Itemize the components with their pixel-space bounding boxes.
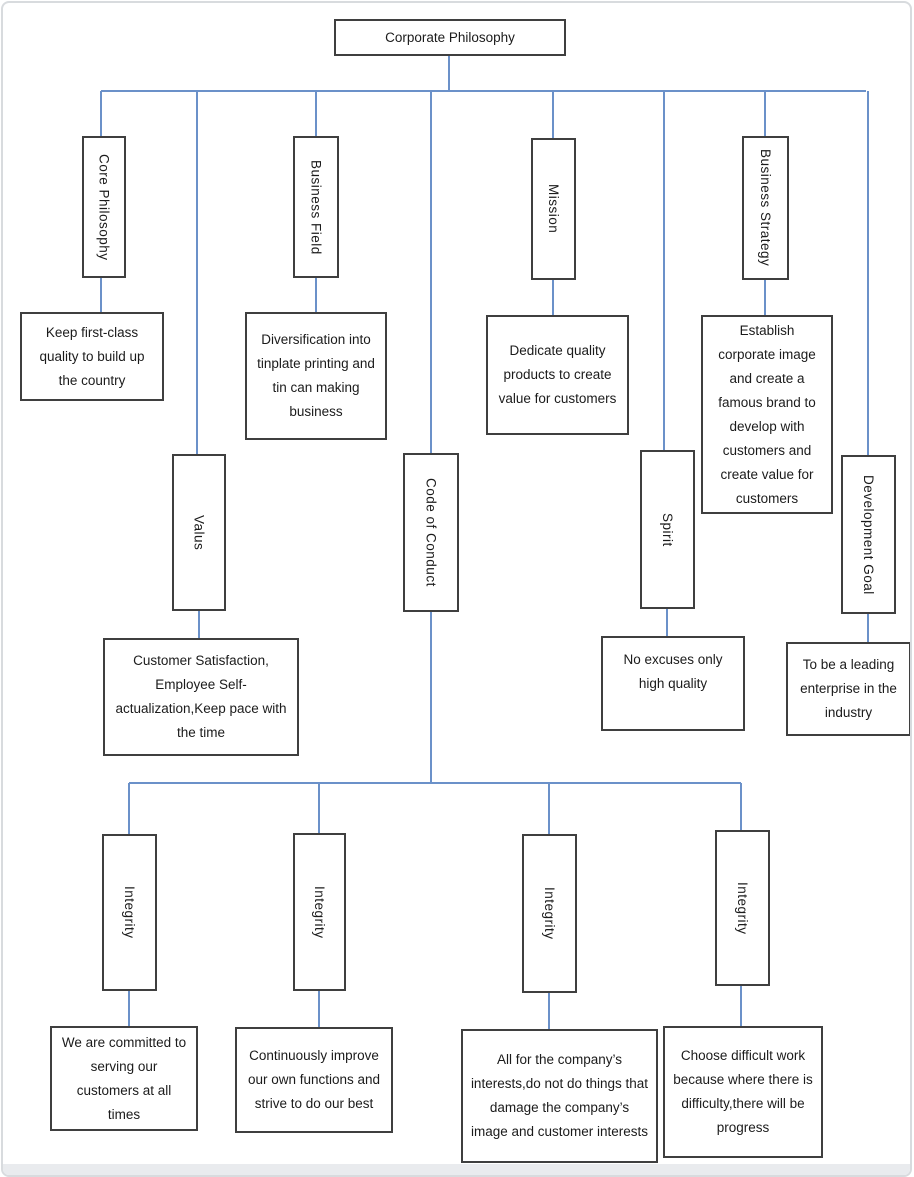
node-label: Integrity [122, 886, 137, 939]
node-business-strategy: Business Strategy [742, 136, 789, 280]
desc-business-strategy: Establish corporate image and create a f… [701, 315, 833, 514]
connector-line [318, 991, 320, 1027]
desc-text: No excuses only high quality [623, 652, 723, 691]
connector-line [196, 91, 198, 454]
desc-core-philosophy: Keep first-class quality to build up the… [20, 312, 164, 401]
connector-line [198, 611, 200, 638]
desc-text: Dedicate quality products to create valu… [498, 343, 617, 406]
desc-text: Choose difficult work because where ther… [673, 1048, 813, 1135]
node-development-goal: Development Goal [841, 455, 896, 614]
connector-line [100, 91, 102, 136]
desc-integrity-4: Choose difficult work because where ther… [663, 1026, 823, 1158]
node-mission: Mission [531, 138, 576, 280]
node-label: Valus [191, 514, 207, 551]
node-label: Core Philosophy [96, 153, 112, 261]
connector-line [430, 612, 432, 783]
page-bottom-strip [3, 1164, 910, 1175]
connector-line [764, 91, 766, 136]
node-business-field: Business Field [293, 136, 339, 278]
node-integrity-2: Integrity [293, 833, 346, 991]
desc-business-field: Diversification into tinplate printing a… [245, 312, 387, 440]
desc-text: Customer Satisfaction, Employee Self-act… [115, 653, 287, 740]
node-label: Integrity [735, 881, 750, 935]
connector-line [552, 91, 554, 138]
connector-line [548, 783, 550, 834]
node-label: Integrity [542, 887, 557, 940]
desc-text: Establish corporate image and create a f… [718, 322, 816, 506]
desc-spirit: No excuses only high quality [601, 636, 745, 731]
connector-line [666, 609, 668, 636]
desc-text: We are committed to serving our customer… [61, 1034, 187, 1122]
connector-line [318, 783, 320, 833]
node-label: Development Goal [861, 474, 876, 595]
node-corporate-philosophy: Corporate Philosophy [334, 19, 566, 56]
connector-line [430, 91, 432, 453]
node-core-philosophy: Core Philosophy [82, 136, 126, 278]
desc-integrity-2: Continuously improve our own functions a… [235, 1027, 393, 1133]
desc-valus: Customer Satisfaction, Employee Self-act… [103, 638, 299, 756]
node-label: Integrity [312, 885, 327, 939]
node-label: Mission [546, 184, 561, 234]
connector-line [552, 280, 554, 315]
desc-mission: Dedicate quality products to create valu… [486, 315, 629, 435]
connector-line [128, 783, 130, 834]
desc-text: All for the company’s interests,do not d… [470, 1052, 649, 1139]
connector-line [129, 782, 741, 784]
connector-line [867, 91, 869, 455]
connector-line [764, 280, 766, 315]
node-integrity-3: Integrity [522, 834, 577, 993]
desc-text: Diversification into tinplate printing a… [257, 332, 375, 419]
connector-line [100, 278, 102, 312]
connector-line [867, 614, 869, 642]
connector-line [740, 986, 742, 1026]
connector-line [128, 991, 130, 1026]
node-spirit: Spirit [640, 450, 695, 609]
connector-line [740, 783, 742, 830]
node-integrity-1: Integrity [102, 834, 157, 991]
desc-integrity-1: We are committed to serving our customer… [50, 1026, 198, 1131]
node-label: Business Strategy [758, 149, 773, 267]
connector-line [315, 278, 317, 312]
desc-integrity-3: All for the company’s interests,do not d… [461, 1029, 658, 1163]
node-label: Code of Conduct [423, 478, 439, 587]
node-label: Corporate Philosophy [385, 30, 515, 45]
desc-text: To be a leading enterprise in the indust… [800, 657, 897, 720]
node-valus: Valus [172, 454, 226, 611]
connector-line [315, 91, 317, 136]
connector-line [548, 993, 550, 1029]
connector-line [101, 90, 866, 92]
node-integrity-4: Integrity [715, 830, 770, 986]
node-code-of-conduct: Code of Conduct [403, 453, 459, 612]
desc-text: Keep first-class quality to build up the… [39, 324, 145, 388]
node-label: Business Field [308, 159, 324, 255]
desc-text: Continuously improve our own functions a… [247, 1048, 381, 1111]
connector-line [448, 56, 450, 91]
connector-line [663, 91, 665, 450]
node-label: Spirit [660, 512, 675, 547]
desc-development-goal: To be a leading enterprise in the indust… [786, 642, 910, 736]
